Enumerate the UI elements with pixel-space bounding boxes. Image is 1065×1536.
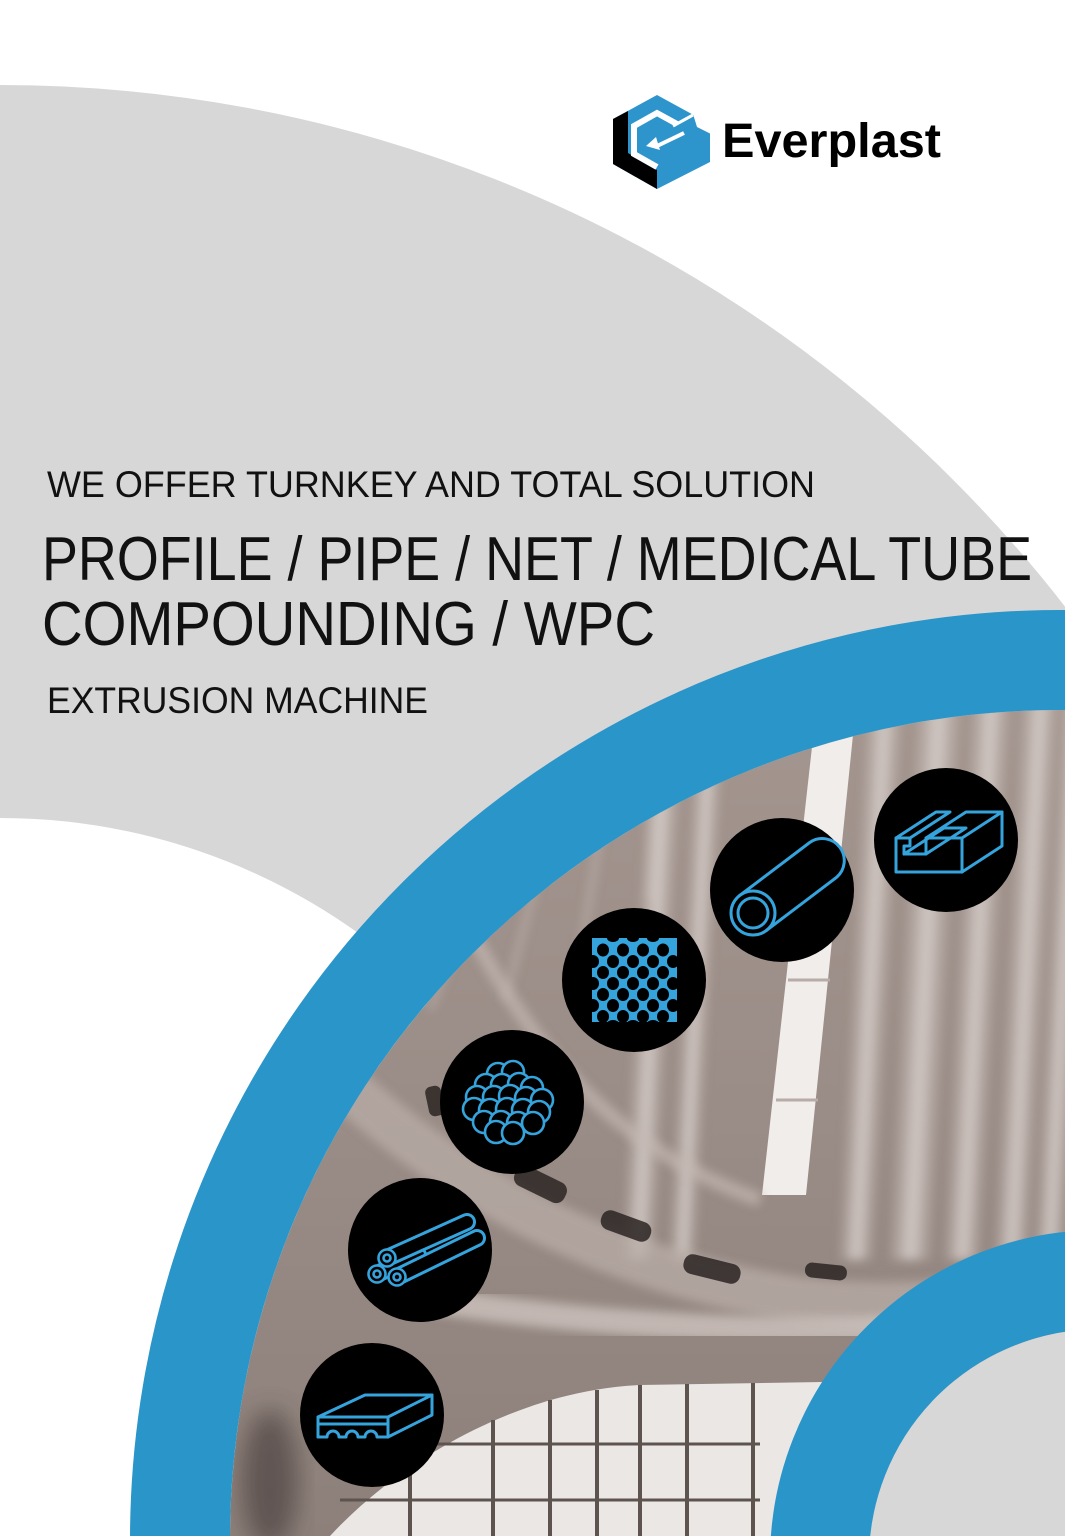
product-badge-wpc [300, 1343, 444, 1487]
product-badge-medical-tube [348, 1178, 492, 1322]
product-icons [300, 768, 1018, 1487]
net-mesh-icon [587, 934, 679, 1028]
gray-disc-small [870, 1331, 1065, 1536]
profile-channel-icon [894, 810, 1004, 874]
tagline: WE OFFER TURNKEY AND TOTAL SOLUTION [47, 464, 815, 505]
brand-name: Everplast [722, 115, 941, 168]
wpc-board-icon [316, 1393, 434, 1439]
product-badge-profile [874, 768, 1018, 912]
subtitle: EXTRUSION MACHINE [47, 680, 428, 721]
pellets-icon [461, 1059, 555, 1146]
product-badge-compounding [440, 1030, 584, 1174]
product-badge-net [562, 908, 706, 1052]
products-line-1: PROFILE / PIPE / NET / MEDICAL TUBE [42, 525, 1032, 594]
products-line-2: COMPOUNDING / WPC [42, 590, 655, 659]
product-badge-pipe [710, 818, 854, 962]
everplast-hexagon-e-logo-icon [613, 95, 711, 189]
blue-arc-large [130, 610, 1065, 1536]
tube-bundle-icon [367, 1213, 486, 1287]
pipe-icon [729, 837, 846, 937]
brand-logo: Everplast [613, 95, 941, 189]
headline-block: WE OFFER TURNKEY AND TOTAL SOLUTION PROF… [42, 464, 1032, 721]
